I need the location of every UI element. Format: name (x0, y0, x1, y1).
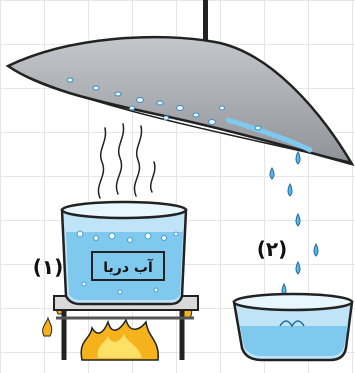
label-1: (۱) (33, 255, 64, 279)
seawater-beaker: آب دریا (62, 202, 186, 304)
label-2: (۲) (257, 237, 288, 261)
burner-flame (81, 320, 158, 360)
falling-drops (270, 152, 318, 296)
condensing-lid (8, 37, 352, 164)
collection-bowl (234, 294, 352, 360)
vapor-lines (98, 124, 154, 198)
beaker-label: آب دریا (103, 258, 154, 276)
